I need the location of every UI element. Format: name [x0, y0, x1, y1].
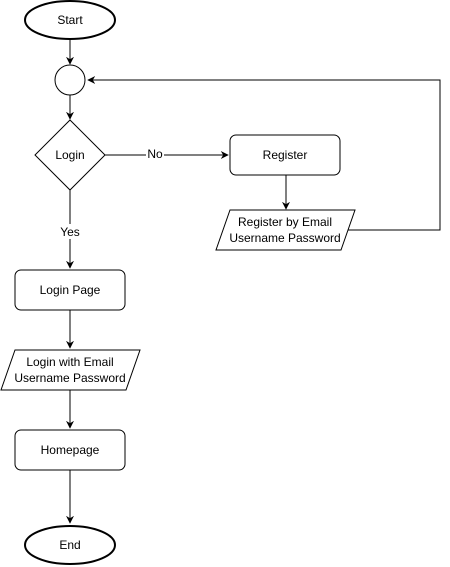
- node-register-by-line-2: Username Password: [229, 231, 340, 245]
- edge-register-by-loop-back: [87, 76, 441, 231]
- node-end: End: [24, 525, 116, 565]
- node-register-label: Register: [263, 148, 308, 162]
- node-merge-connector: [54, 64, 86, 96]
- edge-label-yes: Yes: [58, 224, 82, 239]
- node-register-by: Register by Email Username Password: [215, 209, 356, 251]
- node-login-with: Login with Email Username Password: [0, 349, 141, 391]
- node-login-page: Login Page: [14, 269, 126, 311]
- edge-label-no-text: No: [147, 147, 163, 161]
- edge-label-yes-text: Yes: [60, 225, 80, 239]
- node-start: Start: [24, 0, 116, 40]
- edge-label-no: No: [146, 147, 164, 161]
- node-homepage-label: Homepage: [41, 443, 100, 457]
- node-login-page-label: Login Page: [40, 283, 101, 297]
- node-login-decision: Login: [34, 119, 106, 191]
- node-login-label: Login: [55, 148, 84, 162]
- node-login-with-line-2: Username Password: [14, 371, 125, 385]
- node-register-by-line-1: Register by Email: [238, 215, 332, 229]
- node-start-label: Start: [57, 13, 83, 27]
- node-end-label: End: [59, 538, 80, 552]
- node-login-with-line-1: Login with Email: [26, 355, 113, 369]
- node-register: Register: [229, 134, 341, 176]
- node-homepage: Homepage: [14, 429, 126, 471]
